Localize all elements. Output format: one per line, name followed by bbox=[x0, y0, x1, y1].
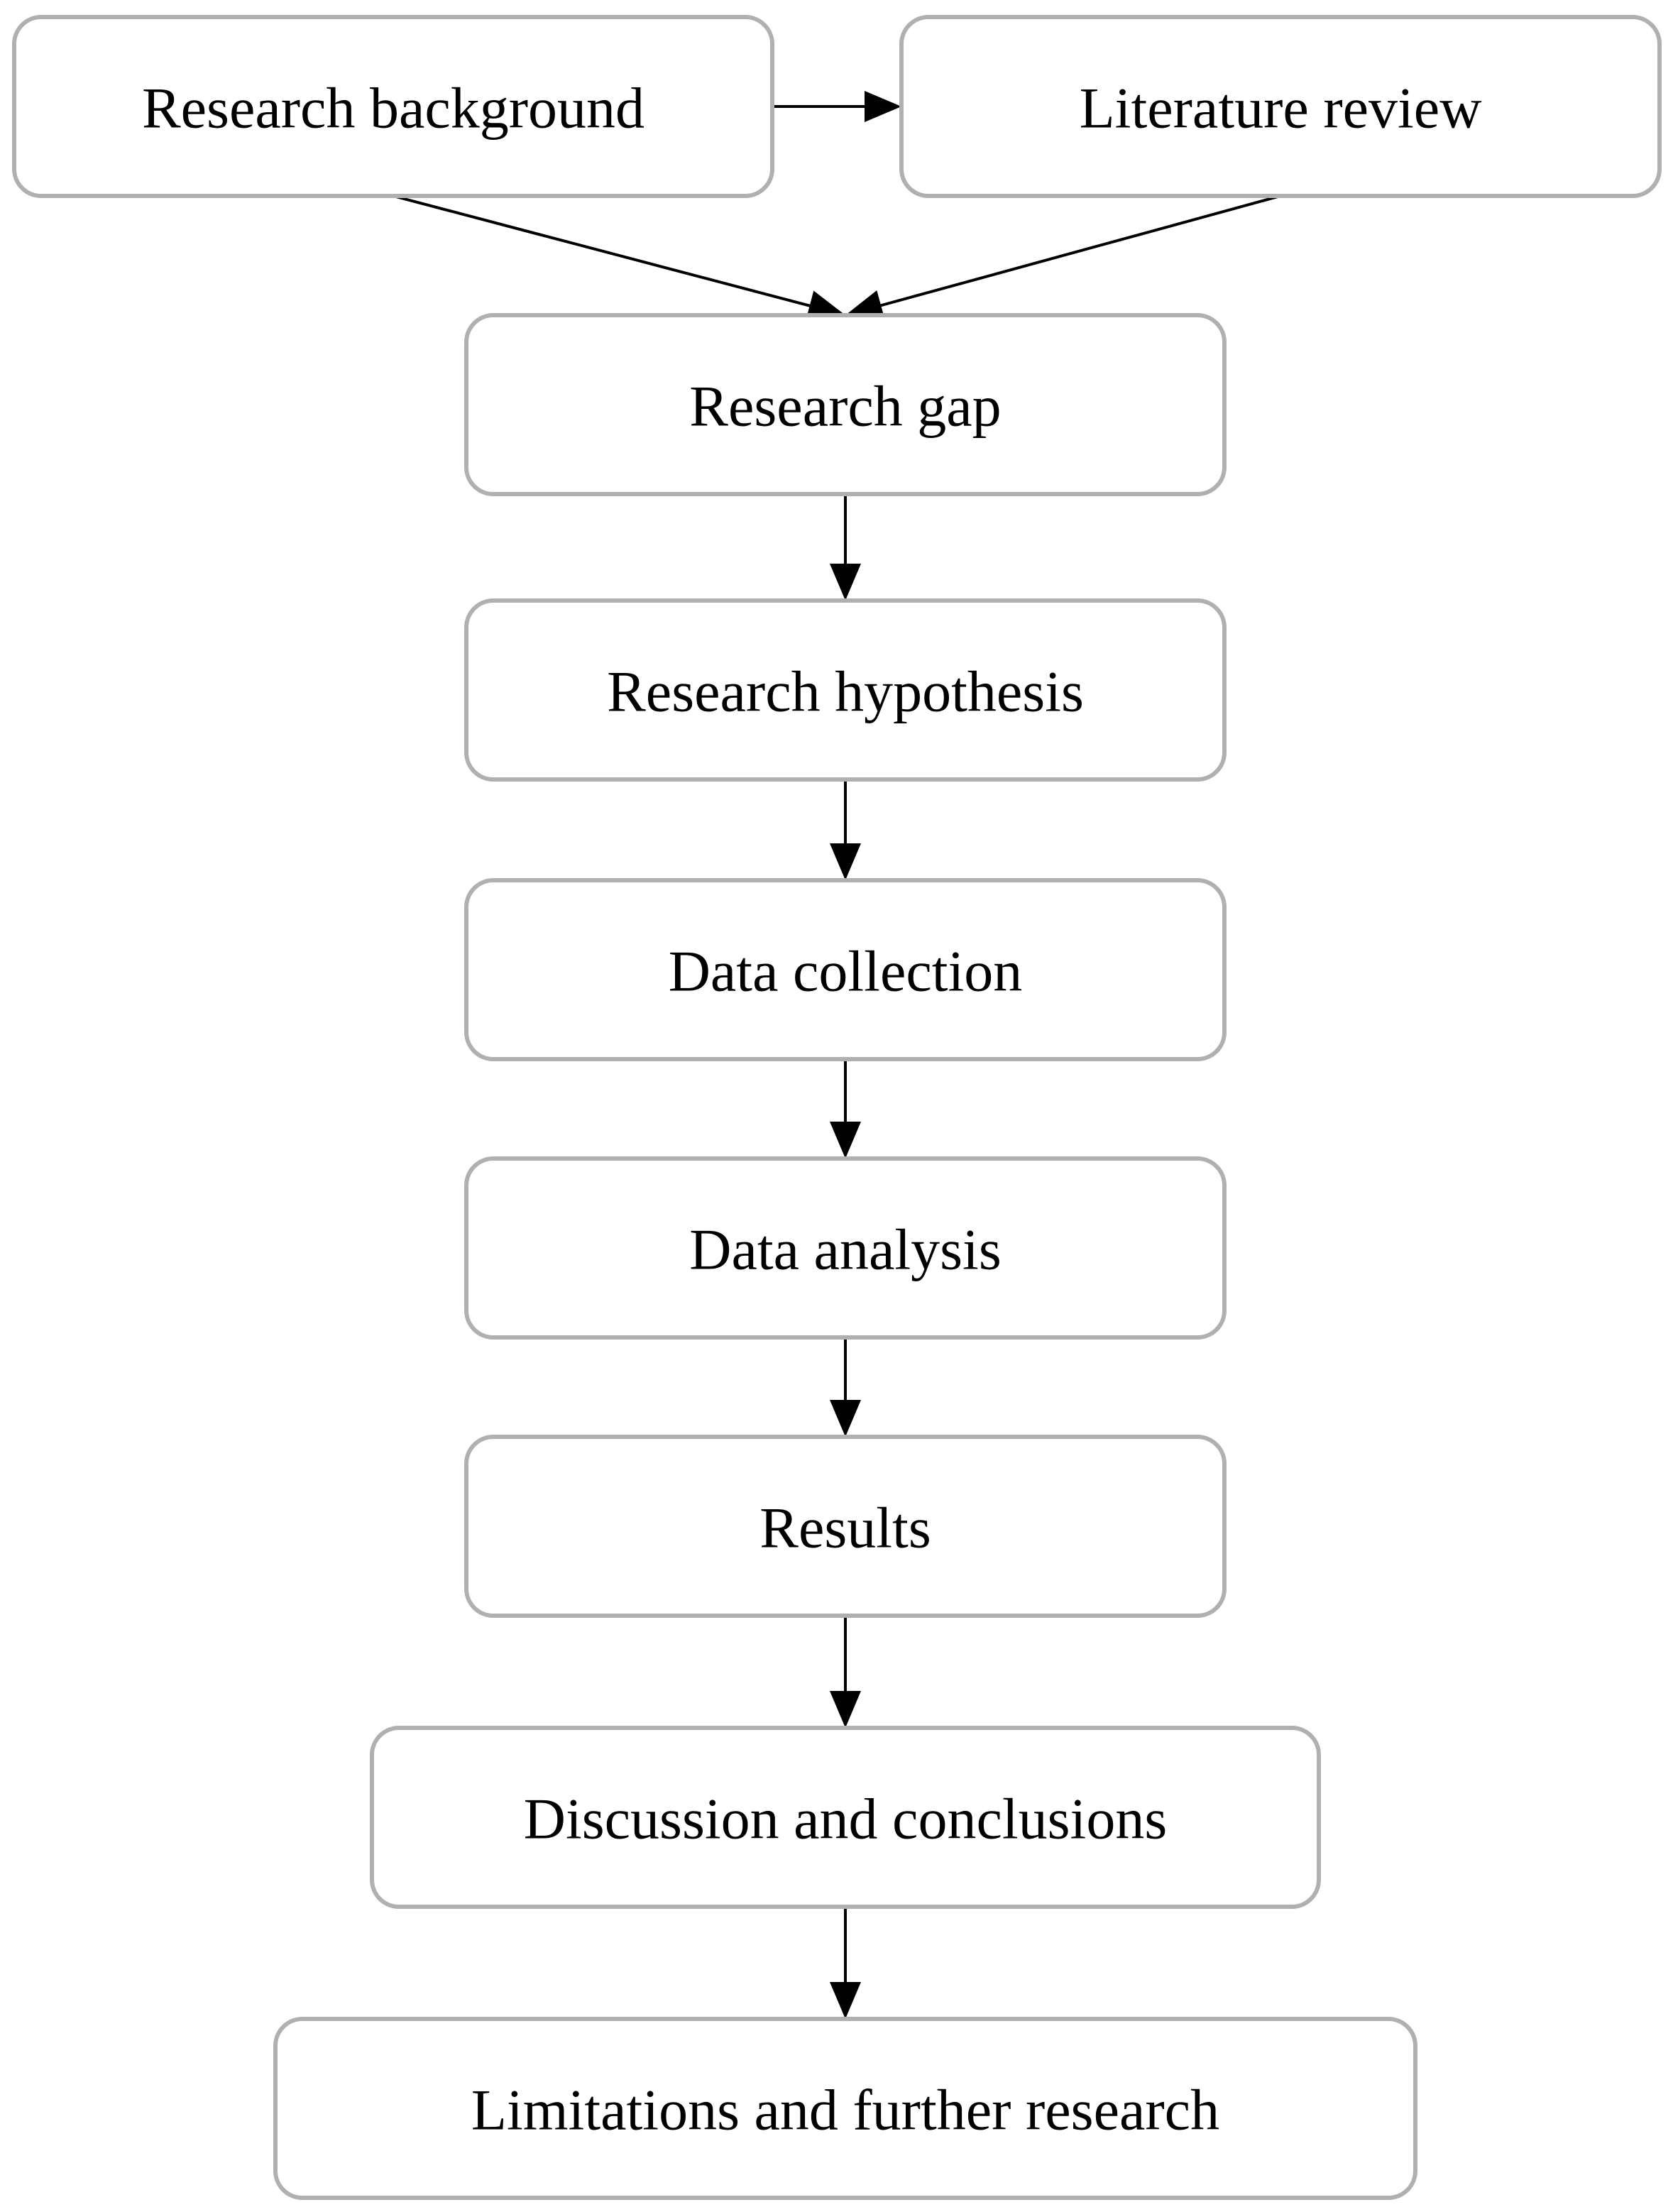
node-label: Research gap bbox=[689, 374, 1001, 439]
node-research-hypothesis: Research hypothesis bbox=[464, 598, 1227, 782]
node-research-background: Research background bbox=[12, 15, 774, 198]
node-label: Limitations and further research bbox=[471, 2078, 1219, 2142]
node-discussion-and-conclusions: Discussion and conclusions bbox=[370, 1726, 1321, 1909]
flow-edges bbox=[393, 91, 1281, 2019]
node-label: Discussion and conclusions bbox=[524, 1787, 1167, 1851]
node-label: Data collection bbox=[669, 939, 1023, 1004]
edge-discussion-to-limitations bbox=[830, 1907, 861, 2019]
node-literature-review: Literature review bbox=[899, 15, 1662, 198]
edge-background-to-literature bbox=[772, 91, 901, 122]
node-label: Research hypothesis bbox=[607, 659, 1084, 724]
edge-background-to-gap bbox=[393, 195, 845, 321]
node-limitations-and-further-research: Limitations and further research bbox=[273, 2017, 1417, 2200]
edge-collection-to-analysis bbox=[830, 1059, 861, 1159]
node-label: Data analysis bbox=[689, 1217, 1001, 1282]
node-results: Results bbox=[464, 1435, 1227, 1618]
edge-results-to-discussion bbox=[830, 1616, 861, 1728]
flow-nodes: Research background Literature review Re… bbox=[12, 15, 1662, 2200]
edge-hypothesis-to-collection bbox=[830, 779, 861, 880]
node-label: Literature review bbox=[1080, 76, 1482, 141]
edge-analysis-to-results bbox=[830, 1337, 861, 1437]
node-data-analysis: Data analysis bbox=[464, 1156, 1227, 1340]
node-label: Results bbox=[759, 1496, 931, 1560]
edge-gap-to-hypothesis bbox=[830, 494, 861, 601]
node-research-gap: Research gap bbox=[464, 313, 1227, 496]
node-label: Research background bbox=[142, 76, 644, 141]
edge-literature-to-gap bbox=[845, 195, 1281, 321]
node-data-collection: Data collection bbox=[464, 878, 1227, 1061]
